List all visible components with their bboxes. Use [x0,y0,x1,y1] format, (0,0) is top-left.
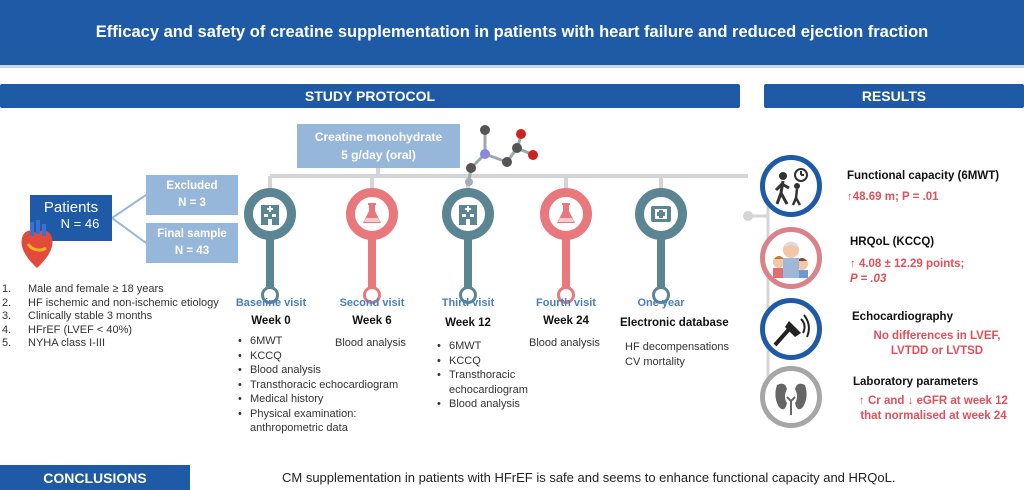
patients-box: Patients N = 46 [30,195,112,241]
visit-pin-one-year [635,188,687,304]
criteria-item: 5.NYHA class I-III [2,337,106,349]
visit-items-second: Blood analysis [335,336,435,351]
result-value-echo: No differences in LVEF, LVTDD or LVTSD [873,330,1001,357]
conclusions-text: CM supplementation in patients with HFrE… [282,470,896,485]
list-item: •Blood analysis [437,398,520,410]
heart-icon [21,220,53,268]
inclusion-criteria-list: 1.Male and female ≥ 18 years 2.HF ischem… [2,283,222,351]
page-title: Efficacy and safety of creatine suppleme… [95,23,929,41]
visit-pin-fourth [540,188,592,304]
family-icon [760,227,822,289]
visit-items-one-year: HF decompensations CV mortality [625,340,745,369]
medical-record-icon [635,188,687,240]
list-item: Blood analysis [529,337,600,349]
ultrasound-probe-icon [760,298,822,360]
result-title-hrqol: HRQoL (KCCQ) [850,236,935,248]
visit-label-third: Third visit [441,297,495,309]
list-item: Blood analysis [335,337,406,349]
list-item: HF decompensations [625,341,729,353]
result-title-functional: Functional capacity (6MWT) [847,170,1000,182]
visit-label-baseline: Baseline visit [235,297,307,309]
title-bar: Efficacy and safety of creatine suppleme… [0,0,1024,68]
list-item: •Medical history [238,393,324,405]
list-item: •Physical examination: anthropometric da… [238,407,357,435]
result-title-echo: Echocardiography [852,311,953,323]
final-sample-label: Final sample [157,228,227,240]
visit-pin-baseline [244,188,296,304]
visit-pin-second [346,188,398,304]
final-sample-count: N = 43 [174,245,210,257]
creatine-dose: 5 g/day (oral) [341,148,416,162]
criteria-item: 2.HF ischemic and non-ischemic etiology [2,296,219,309]
list-item: •KCCQ [238,349,282,362]
list-item: •KCCQ [437,354,481,367]
patients-count: N = 46 [60,216,100,231]
visit-pin-third [442,188,494,304]
list-item: •6MWT [437,340,482,352]
criteria-item: 3.Clinically stable 3 months [2,310,153,322]
hospital-icon [442,188,494,240]
flask-icon [540,188,592,240]
visit-week-fourth: Week 24 [543,315,589,327]
criteria-item: 1.Male and female ≥ 18 years [2,283,164,295]
creatine-name: Creatine monohydrate [314,130,443,144]
visit-items-fourth: Blood analysis [529,336,629,351]
visit-label-fourth: Fourth visit [536,297,596,309]
result-value-lab: ↑ Cr and ↓ eGFR at week 12 that normalis… [859,395,1008,422]
visit-items-baseline: •6MWT •KCCQ •Blood analysis •Transthorac… [238,334,428,436]
criteria-item: 4.HFrEF (LVEF < 40%) [2,323,133,336]
list-item: •Transthoracic echocardiogram [437,369,528,396]
visit-week-second: Week 6 [352,315,392,327]
flask-icon [346,188,398,240]
excluded-count: N = 3 [178,197,206,209]
patients-title: Patients [43,199,99,216]
visit-label-one-year: One year [637,297,685,309]
kidney-icon [760,366,822,428]
study-protocol-header: STUDY PROTOCOL [0,84,740,108]
result-value-functional: ↑48.69 m; P = .01 [847,191,939,203]
visit-label-second: Second visit [339,297,405,309]
creatine-dose-box: Creatine monohydrate 5 g/day (oral) [297,124,460,168]
list-item: •6MWT [238,335,283,347]
list-item: CV mortality [625,355,685,368]
results-header: RESULTS [764,84,1024,108]
excluded-box: Excluded N = 3 [146,175,238,215]
creatine-molecule-icon [465,125,538,186]
result-title-lab: Laboratory parameters [853,376,979,388]
walking-test-icon [760,155,822,217]
final-sample-box: Final sample N = 43 [146,223,238,263]
visit-week-third: Week 12 [445,317,491,329]
list-item: •Blood analysis [238,364,321,376]
conclusions-header: CONCLUSIONS [0,465,190,490]
visit-week-baseline: Week 0 [251,315,291,327]
visit-week-one-year: Electronic database [620,317,729,329]
list-item: •Transthoracic echocardiogram [238,378,399,391]
excluded-label: Excluded [166,180,218,192]
hospital-icon [244,188,296,240]
result-value-hrqol: ↑ 4.08 ± 12.29 points; P = .03 [850,258,965,285]
visit-items-third: •6MWT •KCCQ •Transthoracic echocardiogra… [437,339,547,412]
